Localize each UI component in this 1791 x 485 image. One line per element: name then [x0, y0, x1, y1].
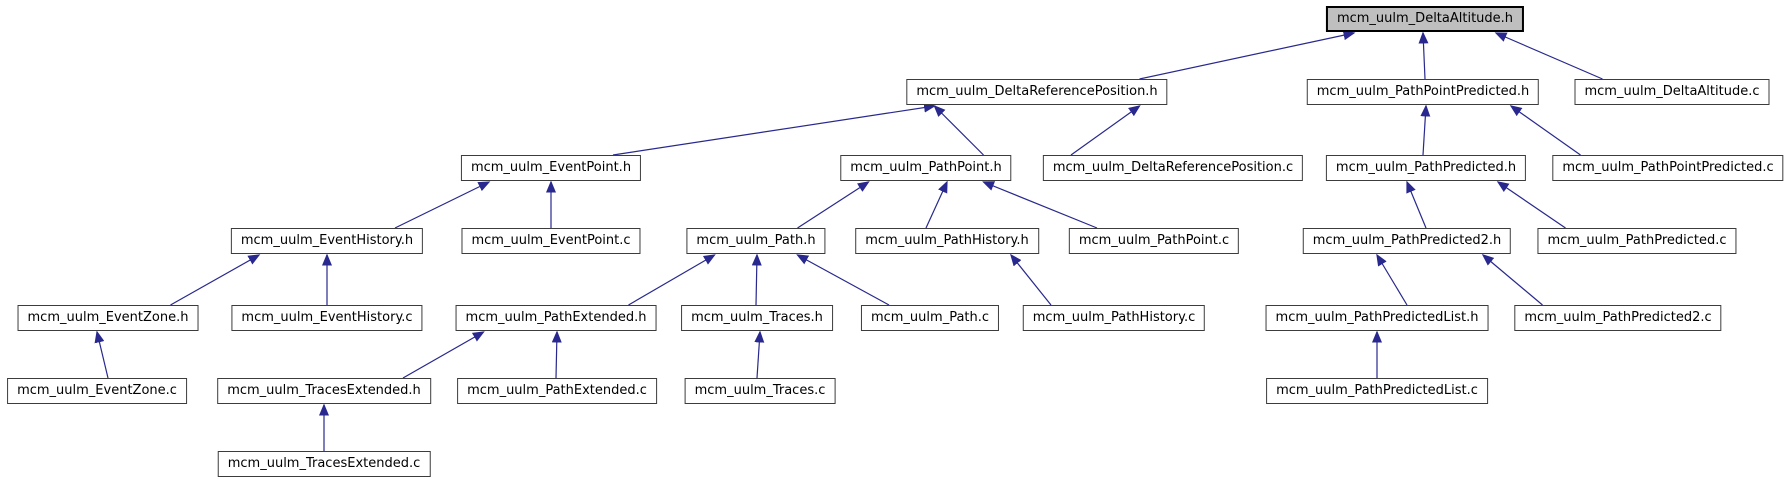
node-ph_h[interactable]: mcm_uulm_PathHistory.h [855, 228, 1039, 254]
node-pplist_c[interactable]: mcm_uulm_PathPredictedList.c [1266, 378, 1488, 404]
edge-ppp_h-to-da_h [1418, 31, 1429, 80]
edge-ez_c-to-ez_h [94, 330, 109, 379]
node-te_h[interactable]: mcm_uulm_TracesExtended.h [217, 378, 431, 404]
node-ppr2_c[interactable]: mcm_uulm_PathPredicted2.c [1514, 305, 1722, 331]
node-pp_h[interactable]: mcm_uulm_PathPoint.h [840, 155, 1012, 181]
edge-ph_h-to-pp_h [925, 180, 948, 229]
node-ppp_h[interactable]: mcm_uulm_PathPointPredicted.h [1306, 79, 1540, 105]
node-path_c[interactable]: mcm_uulm_Path.c [860, 305, 1000, 331]
edge-ppr_c-to-ppr_h [1496, 181, 1566, 229]
node-path_h[interactable]: mcm_uulm_Path.h [686, 228, 826, 254]
node-pe_c[interactable]: mcm_uulm_PathExtended.c [457, 378, 657, 404]
edge-ppr2_h-to-ppr_h [1406, 180, 1427, 229]
edge-pp_c-to-pp_h [982, 181, 1098, 229]
node-ph_c[interactable]: mcm_uulm_PathHistory.c [1022, 305, 1206, 331]
node-ppp_c[interactable]: mcm_uulm_PathPointPredicted.c [1552, 155, 1784, 181]
node-drp_h[interactable]: mcm_uulm_DeltaReferencePosition.h [906, 79, 1168, 105]
edge-tr_h-to-path_h [751, 253, 762, 306]
node-ppr_h[interactable]: mcm_uulm_PathPredicted.h [1325, 155, 1527, 181]
edge-te_h-to-pe_h [402, 331, 485, 379]
node-ez_h[interactable]: mcm_uulm_EventZone.h [17, 305, 199, 331]
node-ep_h[interactable]: mcm_uulm_EventPoint.h [460, 155, 642, 181]
node-da_c[interactable]: mcm_uulm_DeltaAltitude.c [1574, 79, 1770, 105]
edge-ppr_h-to-ppp_h [1420, 104, 1431, 156]
node-tr_c[interactable]: mcm_uulm_Traces.c [684, 378, 836, 404]
node-eh_h[interactable]: mcm_uulm_EventHistory.h [230, 228, 424, 254]
edge-pe_c-to-pe_h [551, 330, 562, 379]
node-ep_c[interactable]: mcm_uulm_EventPoint.c [461, 228, 641, 254]
node-eh_c[interactable]: mcm_uulm_EventHistory.c [231, 305, 423, 331]
edge-ppr2_c-to-ppr2_h [1481, 254, 1543, 306]
node-drp_c[interactable]: mcm_uulm_DeltaReferencePosition.c [1042, 155, 1304, 181]
edge-tr_c-to-tr_h [754, 330, 765, 379]
edge-pe_h-to-path_h [628, 254, 716, 306]
node-tr_h[interactable]: mcm_uulm_Traces.h [681, 305, 833, 331]
edge-ez_h-to-eh_h [170, 254, 261, 306]
edge-ep_h-to-drp_h [612, 102, 936, 156]
edge-da_c-to-da_h [1494, 32, 1603, 80]
node-ppr_c[interactable]: mcm_uulm_PathPredicted.c [1537, 228, 1737, 254]
edge-eh_h-to-ep_h [394, 181, 491, 229]
node-te_c[interactable]: mcm_uulm_TracesExtended.c [217, 451, 431, 477]
edge-drp_c-to-drp_h [1070, 105, 1141, 156]
edge-pplist_h-to-ppr2_h [1376, 253, 1408, 306]
node-ppr2_h[interactable]: mcm_uulm_PathPredicted2.h [1302, 228, 1512, 254]
node-pp_c[interactable]: mcm_uulm_PathPoint.c [1068, 228, 1240, 254]
node-pplist_h[interactable]: mcm_uulm_PathPredictedList.h [1265, 305, 1489, 331]
edge-path_h-to-pp_h [797, 181, 870, 229]
edge-ppp_c-to-ppp_h [1509, 105, 1581, 156]
node-ez_c[interactable]: mcm_uulm_EventZone.c [7, 378, 187, 404]
edge-path_c-to-path_h [796, 254, 890, 306]
edge-drp_h-to-da_h [1139, 30, 1356, 80]
node-pe_h[interactable]: mcm_uulm_PathExtended.h [455, 305, 657, 331]
edge-pp_h-to-drp_h [933, 104, 984, 156]
node-da_h[interactable]: mcm_uulm_DeltaAltitude.h [1325, 6, 1525, 32]
edge-ph_c-to-ph_h [1010, 253, 1052, 306]
